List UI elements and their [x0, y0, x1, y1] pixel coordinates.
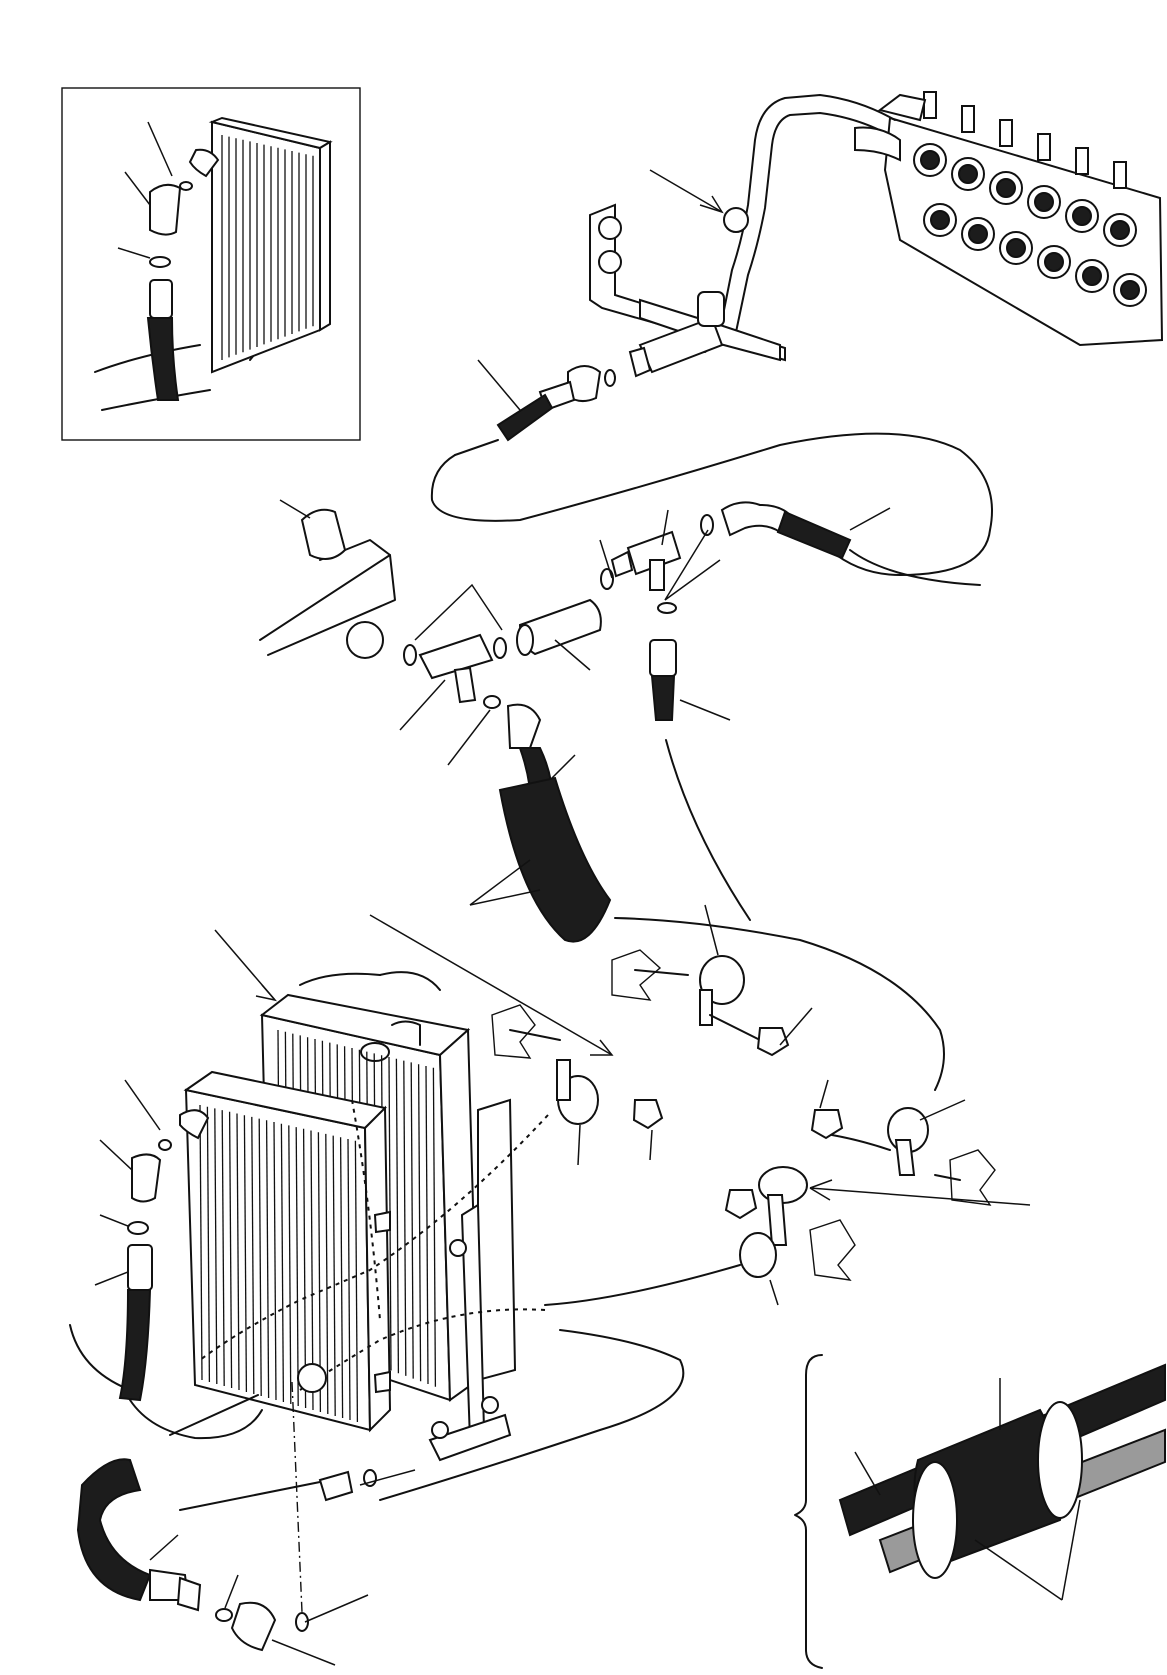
mounting-plate-1: [611, 949, 662, 1001]
cooler-fin: [273, 1121, 277, 1401]
o-ring-lower-left: [403, 644, 417, 666]
cooler-fin: [347, 1138, 351, 1421]
radiator-fin: [417, 1064, 422, 1382]
check-valve-hose: [430, 359, 993, 576]
bolt-bottom: [318, 1470, 354, 1502]
control-valve-assembly: [877, 91, 1164, 347]
radiator-fin: [395, 1058, 400, 1374]
cooler-fin: [236, 1113, 240, 1391]
cooler-fin: [265, 1120, 270, 1399]
lower-hose-assembly: [76, 1363, 416, 1666]
cooler-fin: [354, 1140, 359, 1423]
o-ring-cooler: [127, 1221, 149, 1235]
hydraulic-tank: [259, 499, 396, 659]
valve-section: [989, 119, 1033, 265]
inset-radiator-core: [208, 116, 333, 374]
frame-floor: [69, 1324, 685, 1511]
inset-band-clamp-1: [912, 1461, 958, 1579]
nut-3: [810, 1109, 844, 1140]
cooler-fin: [295, 1127, 299, 1407]
centerline-bottom: [291, 1381, 303, 1613]
callout-arrow-clamp: [809, 1179, 833, 1201]
cooler-fin: [288, 1125, 292, 1405]
cooler-fin: [280, 1123, 285, 1403]
valve-plug: [723, 207, 749, 233]
cooler-fin: [302, 1128, 307, 1409]
clamp-5: [739, 1232, 777, 1278]
oil-filler-cap: [300, 508, 347, 560]
o-ring-lower-right: [493, 637, 507, 659]
cooler-fin: [332, 1135, 336, 1417]
nut-4: [724, 1189, 758, 1220]
large-hose: [469, 776, 945, 1091]
cooler-fin: [199, 1104, 203, 1381]
o-ring-upper-right: [700, 514, 714, 536]
valve-section: [1065, 147, 1109, 293]
mounting-plate-4: [809, 1219, 856, 1281]
down-hose-upper: [649, 639, 751, 921]
support-stand: [428, 1203, 512, 1462]
cooler-fin: [339, 1137, 344, 1419]
hose-cooler-left: [118, 1289, 152, 1402]
o-ring-upper-left: [600, 568, 614, 590]
mounting-plate-2: [491, 1004, 536, 1059]
check-valve: [628, 169, 749, 378]
inset-detail-protective-sleeve: [794, 1354, 1166, 1669]
inset-detail-cooler-connection: [61, 87, 361, 441]
cooler-fin: [325, 1133, 329, 1415]
cooler-fin: [251, 1116, 255, 1395]
inset-band-clamp-2: [1037, 1401, 1083, 1519]
mounting-plate-3: [949, 1149, 996, 1206]
elbow-fitting-bottom: [230, 1601, 277, 1652]
hidden-hose-route-1: [199, 1114, 549, 1361]
radiator-fin: [410, 1062, 414, 1379]
radiator-fin: [432, 1067, 437, 1387]
hidden-hose-route-2: [299, 1308, 546, 1391]
cooler-fin: [206, 1106, 211, 1383]
radiator-cap: [360, 1042, 390, 1062]
radiator-fin: [403, 1060, 407, 1376]
lower-tee-assembly: [399, 583, 602, 831]
tee-fitting-upper: [626, 530, 682, 576]
inset-elbow-fitting: [149, 148, 220, 236]
cooler-fin: [258, 1118, 262, 1397]
callout-arrow-plug: [699, 195, 724, 214]
tee-fitting-lower: [418, 633, 494, 680]
cooler-fin: [243, 1115, 248, 1393]
o-ring-lower-down: [483, 695, 501, 709]
inset-frame: [61, 87, 361, 441]
cooler-fin: [214, 1108, 218, 1385]
valve-section: [913, 91, 957, 237]
callout-arrow-radiator: [369, 914, 613, 1056]
inset-hose: [146, 279, 180, 401]
inset-o-ring: [149, 181, 193, 268]
cooler-fin: [228, 1111, 233, 1389]
elbow-fitting-cooler: [131, 1153, 162, 1203]
o-ring-upper-down: [657, 602, 677, 614]
valve-section: [951, 105, 995, 251]
cooler-fin: [221, 1110, 225, 1387]
valve-section: [1103, 161, 1147, 307]
nut-1: [756, 1027, 790, 1057]
nut-2: [632, 1099, 664, 1130]
cooler-left-fittings: [94, 1079, 263, 1440]
upper-tee-assembly: [599, 501, 981, 921]
oil-cooler-unit: [183, 1070, 392, 1433]
valve-section: [1027, 133, 1071, 279]
clamp-group-middle: [491, 904, 1031, 1306]
radiator-fin: [425, 1065, 429, 1385]
